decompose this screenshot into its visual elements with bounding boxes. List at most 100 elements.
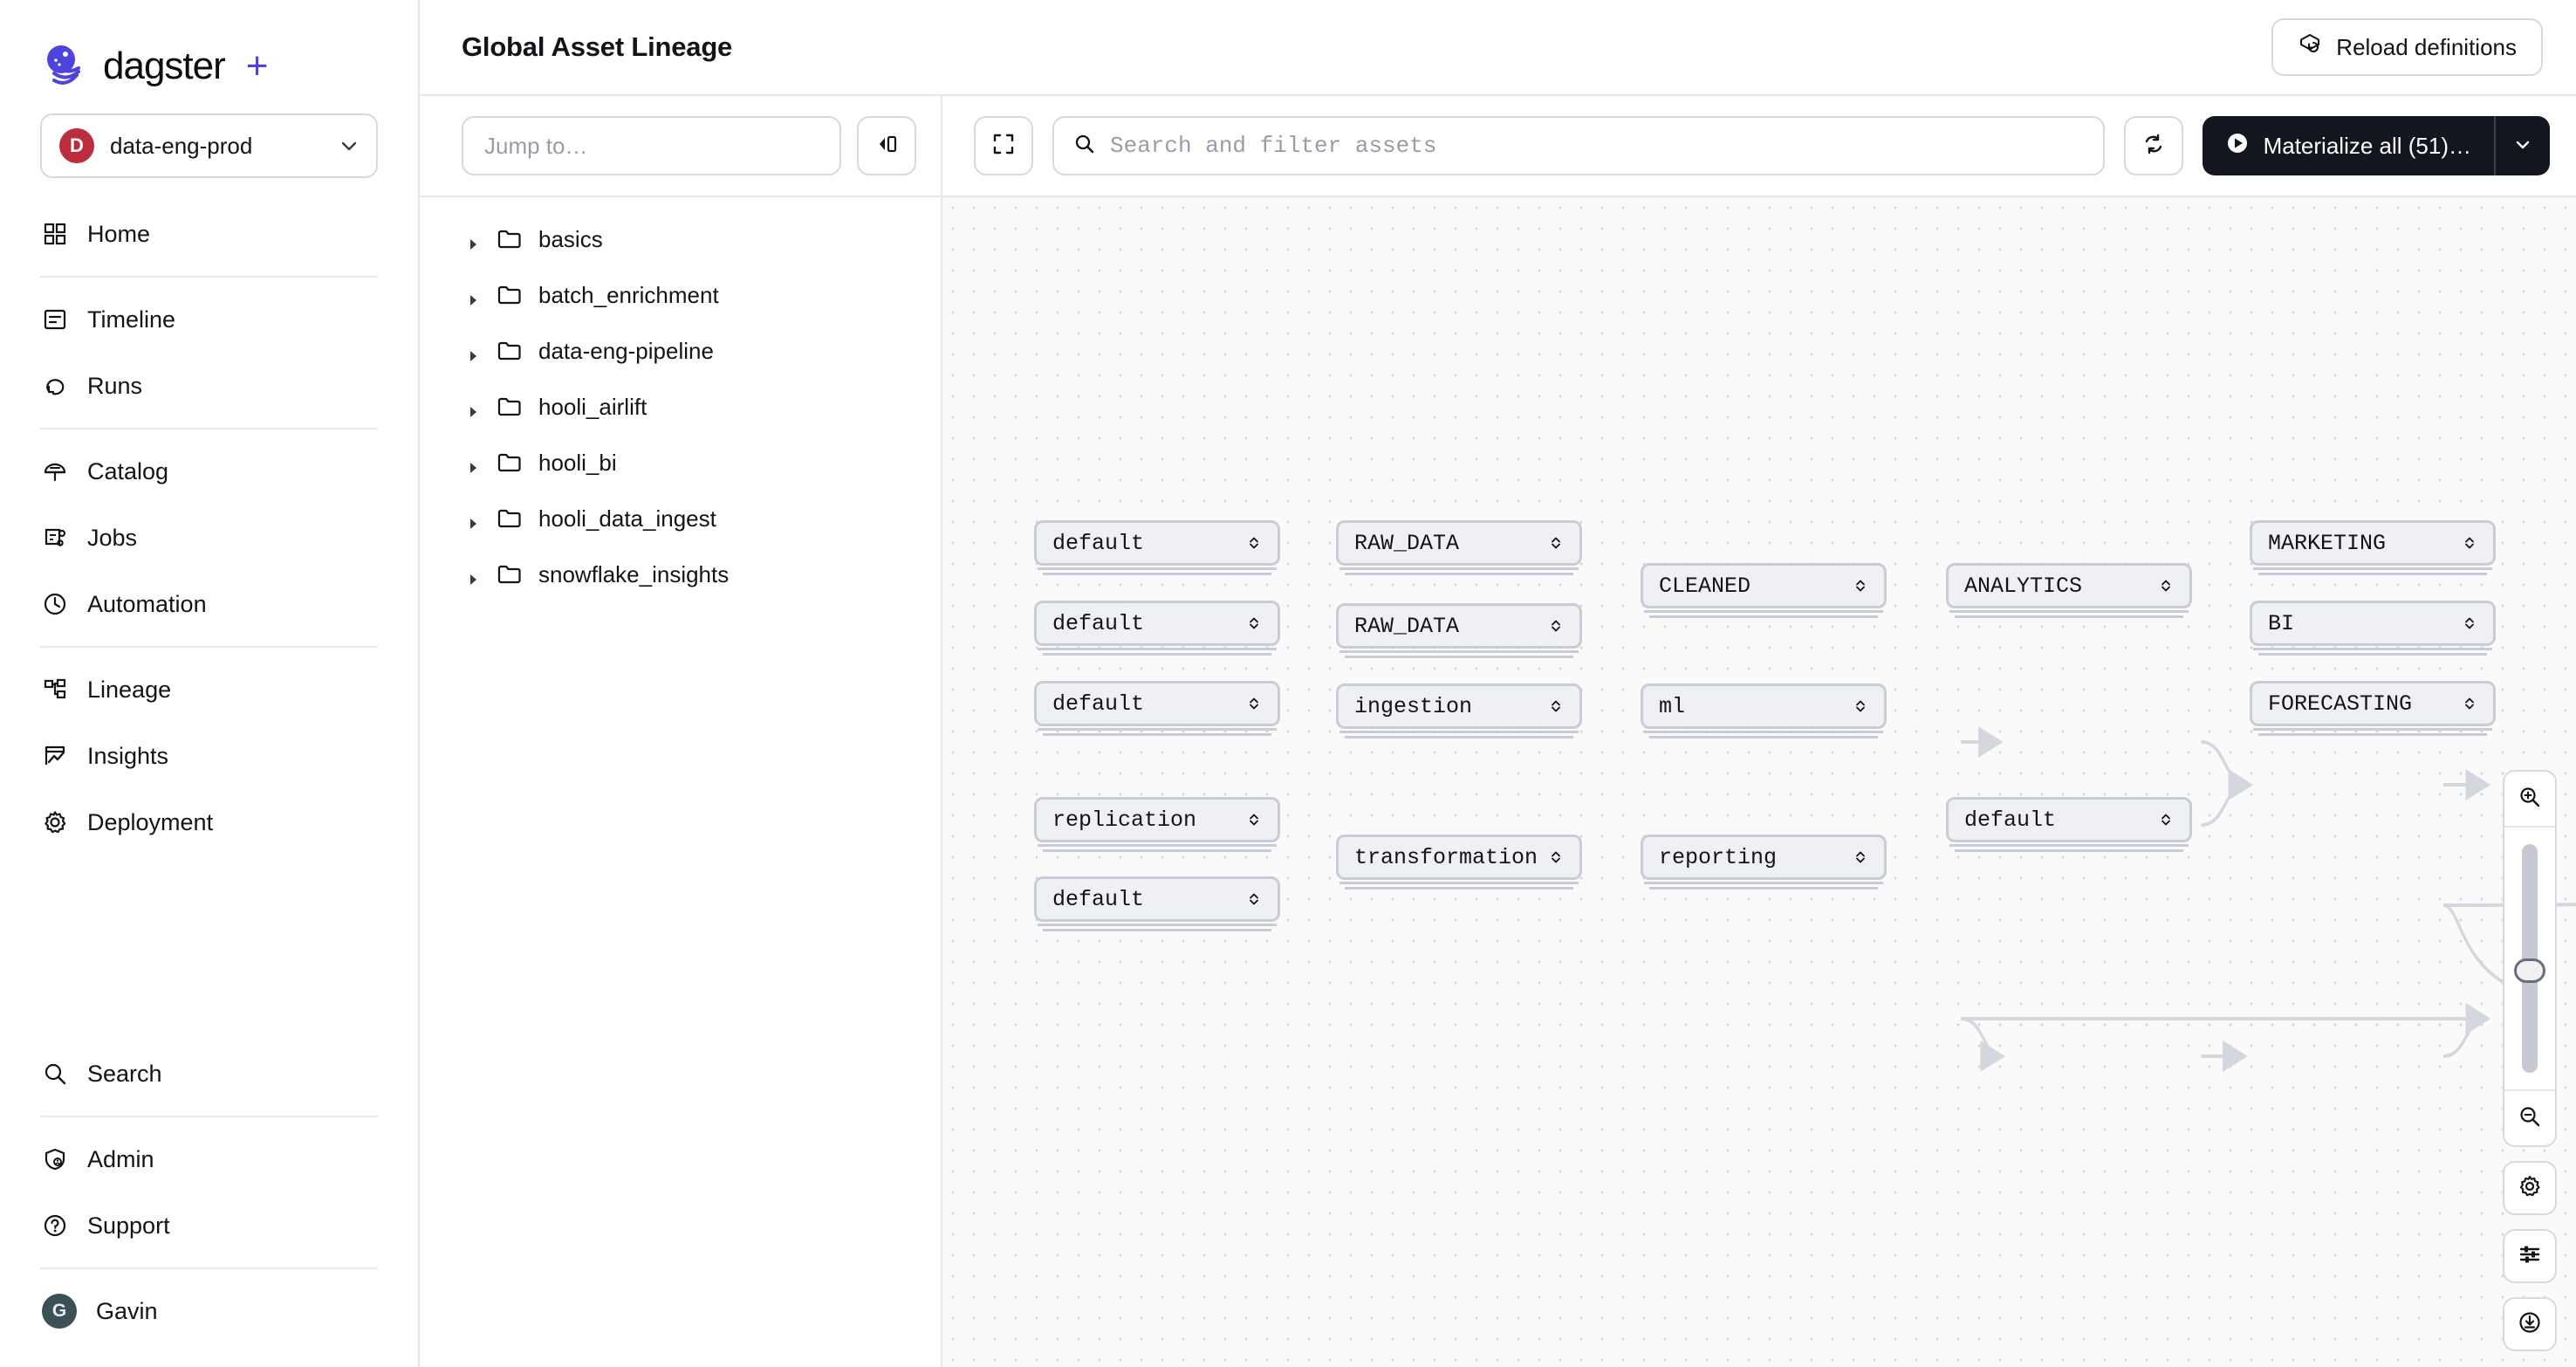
timeline-icon	[42, 306, 68, 333]
graph-node-label: CLEANED	[1659, 573, 1751, 599]
graph-node-stack-line	[1038, 924, 1277, 926]
sidebar-item-deployment[interactable]: Deployment	[30, 789, 388, 855]
chevron-updown-icon[interactable]	[2158, 812, 2174, 828]
chevron-updown-icon[interactable]	[1548, 698, 1564, 714]
refresh-button[interactable]	[2123, 116, 2183, 175]
chevron-updown-icon[interactable]	[1246, 812, 1262, 828]
sidebar-item-runs[interactable]: Runs	[30, 353, 388, 419]
sidebar-item-support[interactable]: Support	[30, 1192, 388, 1259]
graph-node[interactable]: default	[1946, 797, 2192, 842]
graph-node[interactable]: FORECASTING	[2250, 681, 2496, 726]
tree-row[interactable]: hooli_bi	[420, 435, 941, 491]
search-input[interactable]	[1110, 133, 2084, 159]
user-menu[interactable]: G Gavin	[30, 1278, 388, 1344]
graph-node[interactable]: default	[1034, 681, 1280, 726]
chevron-updown-icon[interactable]	[1548, 849, 1564, 865]
graph-node-stack-line	[1038, 844, 1277, 847]
zoom-slider[interactable]	[2514, 828, 2545, 1089]
graph-settings-button[interactable]	[2503, 1161, 2557, 1215]
materialize-label: Materialize all (51)…	[2263, 132, 2471, 159]
sidebar-item-home[interactable]: Home	[30, 201, 388, 267]
sidebar-item-search[interactable]: Search	[30, 1041, 388, 1107]
chevron-updown-icon[interactable]	[1548, 535, 1564, 551]
brand[interactable]: dagster +	[30, 0, 388, 94]
sidebar-item-lineage[interactable]: Lineage	[30, 656, 388, 723]
graph-node[interactable]: default	[1034, 601, 1280, 646]
chevron-right-icon[interactable]	[465, 343, 481, 361]
asset-search-box[interactable]	[1052, 116, 2105, 175]
folder-icon	[497, 338, 523, 364]
graph-node[interactable]: BI	[2250, 601, 2496, 646]
sidebar-item-label: Home	[87, 220, 151, 247]
chevron-updown-icon[interactable]	[1853, 849, 1868, 865]
chevron-updown-icon[interactable]	[2462, 535, 2477, 551]
graph-node-stack-line	[1649, 615, 1878, 618]
chevron-updown-icon[interactable]	[1853, 578, 1868, 594]
zoom-slider-handle[interactable]	[2514, 958, 2545, 983]
chevron-updown-icon[interactable]	[1246, 535, 1262, 551]
chevron-right-icon[interactable]	[465, 287, 481, 306]
graph-filters-button[interactable]	[2503, 1229, 2557, 1283]
sidebar-item-label: Lineage	[87, 676, 172, 703]
tree-row[interactable]: snowflake_insights	[420, 546, 941, 602]
reload-definitions-button[interactable]: Reload definitions	[2271, 18, 2543, 76]
sidebar-item-jobs[interactable]: Jobs	[30, 505, 388, 571]
chevron-updown-icon[interactable]	[1246, 615, 1262, 631]
graph-node[interactable]: reporting	[1641, 835, 1887, 880]
tree-row[interactable]: hooli_data_ingest	[420, 491, 941, 546]
sidebar-item-catalog[interactable]: Catalog	[30, 438, 388, 505]
graph-node-stack-line	[2253, 567, 2492, 570]
sidebar-item-timeline[interactable]: Timeline	[30, 286, 388, 353]
deployment-selector[interactable]: D data-eng-prod	[40, 113, 378, 178]
search-icon	[42, 1061, 68, 1087]
tree-row[interactable]: batch_enrichment	[420, 267, 941, 323]
graph-node-label: default	[1052, 886, 1145, 912]
graph-node[interactable]: MARKETING	[2250, 520, 2496, 566]
download-graph-button[interactable]	[2503, 1297, 2557, 1351]
graph-node[interactable]: ingestion	[1336, 684, 1582, 729]
graph-node[interactable]: ml	[1641, 684, 1887, 729]
graph-node[interactable]: CLEANED	[1641, 563, 1887, 608]
sidebar-bottom: Search Admin	[30, 1041, 388, 1344]
graph-node[interactable]: replication	[1034, 797, 1280, 842]
materialize-dropdown-button[interactable]	[2496, 116, 2550, 175]
graph-node[interactable]: RAW_DATA	[1336, 603, 1582, 649]
chevron-right-icon[interactable]	[465, 399, 481, 417]
materialize-main[interactable]: Materialize all (51)…	[2203, 116, 2494, 175]
graph-node[interactable]: default	[1034, 520, 1280, 566]
graph-node-stack-line	[1949, 844, 2189, 847]
graph-node-label: default	[1052, 690, 1145, 717]
chevron-right-icon[interactable]	[465, 231, 481, 250]
tree-row[interactable]: hooli_airlift	[420, 379, 941, 435]
chevron-updown-icon[interactable]	[1246, 696, 1262, 711]
graph-node[interactable]: RAW_DATA	[1336, 520, 1582, 566]
fullscreen-button[interactable]	[974, 116, 1033, 175]
chevron-updown-icon[interactable]	[1853, 698, 1868, 714]
jump-to-input[interactable]	[462, 116, 841, 175]
chevron-updown-icon[interactable]	[1548, 618, 1564, 634]
sidebar-item-insights[interactable]: Insights	[30, 723, 388, 789]
zoom-in-button[interactable]	[2504, 772, 2555, 826]
graph-node[interactable]: default	[1034, 876, 1280, 922]
zoom-out-button[interactable]	[2504, 1091, 2555, 1145]
chevron-updown-icon[interactable]	[2462, 696, 2477, 711]
jobs-icon	[42, 525, 68, 551]
graph-node-label: default	[1052, 530, 1145, 556]
graph-node[interactable]: transformation	[1336, 835, 1582, 880]
materialize-all-button[interactable]: Materialize all (51)…	[2202, 116, 2550, 175]
tree-row[interactable]: basics	[420, 211, 941, 267]
sidebar-item-automation[interactable]: Automation	[30, 571, 388, 637]
chevron-updown-icon[interactable]	[1246, 891, 1262, 907]
chevron-right-icon[interactable]	[465, 511, 481, 529]
chevron-right-icon[interactable]	[465, 567, 481, 585]
chevron-updown-icon[interactable]	[2462, 615, 2477, 631]
tree-row[interactable]: data-eng-pipeline	[420, 323, 941, 379]
sidebar-item-admin[interactable]: Admin	[30, 1126, 388, 1192]
chevron-updown-icon[interactable]	[2158, 578, 2174, 594]
graph-node[interactable]: ANALYTICS	[1946, 563, 2192, 608]
toolbar-left	[420, 95, 942, 196]
graph-node-stack-line	[1339, 650, 1579, 653]
chevron-right-icon[interactable]	[465, 455, 481, 473]
collapse-panel-button[interactable]	[857, 116, 916, 175]
